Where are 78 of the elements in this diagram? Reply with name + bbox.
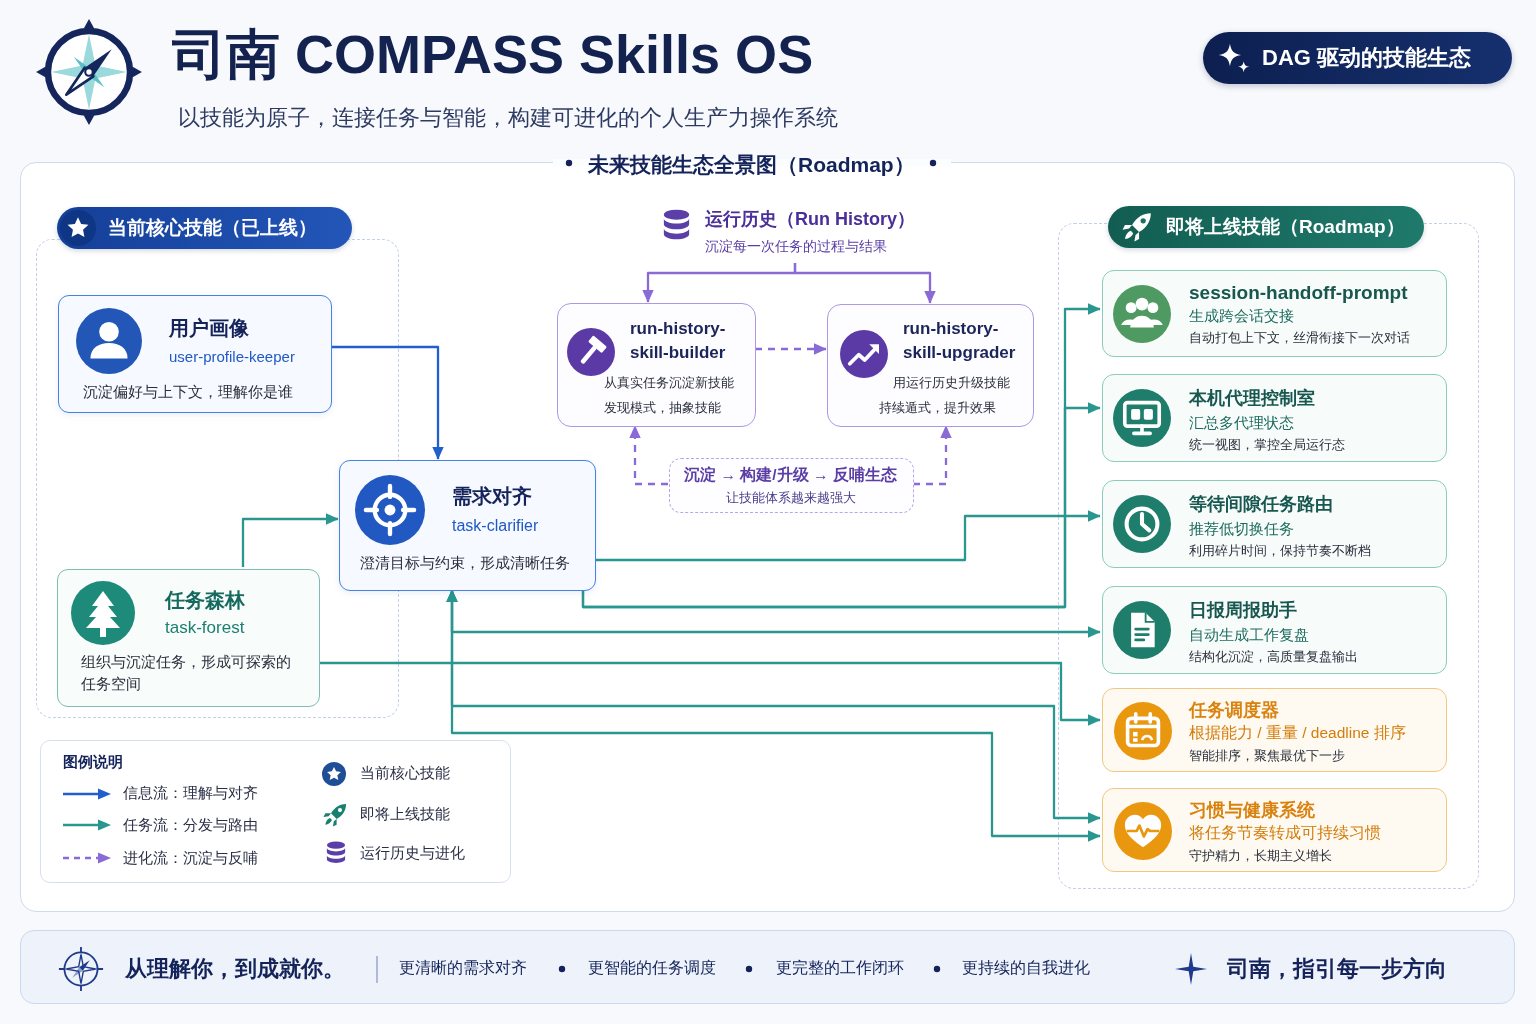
banner-point: 更清晰的需求对齐: [399, 958, 527, 978]
page-title: 司南 COMPASS Skills OS: [172, 23, 814, 86]
skill-description: 发现模式，抽象技能: [604, 399, 721, 416]
skill-description: 持续遁式，提升效果: [879, 399, 996, 416]
skill-description: 从真实任务沉淀新技能: [604, 374, 734, 391]
skill-description: 自动打包上下文，丝滑衔接下一次对话: [1189, 329, 1410, 346]
dashed-arrow: [913, 425, 952, 486]
section-title: 当前核心技能（已上线）: [108, 216, 317, 240]
skill-card: [339, 460, 596, 591]
skill-id: user-profile-keeper: [169, 347, 295, 367]
legend-label: 信息流：理解与对齐: [123, 784, 258, 803]
skill-description: 组织与沉淀任务，形成可探索的任务空间: [81, 653, 292, 694]
skill-subtitle: 生成跨会话交接: [1189, 306, 1294, 326]
skill-subtitle: 汇总多代理状态: [1189, 413, 1294, 433]
loop-note: 让技能体系越来越强大: [724, 489, 857, 506]
section-title: 运行历史（Run History）: [705, 208, 915, 231]
skill-title: 任务调度器: [1189, 699, 1279, 722]
skill-title: session-handoff-prompt: [1189, 281, 1408, 305]
legend-title: 图例说明: [63, 752, 123, 772]
skill-card: [1102, 688, 1447, 772]
banner-point: 更持续的自我进化: [962, 958, 1090, 978]
connector-arrow: [581, 402, 1101, 609]
skill-description: 利用碎片时间，保持节奏不断档: [1189, 542, 1371, 559]
skill-card: [58, 295, 332, 413]
skill-title: 本机代理控制室: [1189, 387, 1315, 410]
dashed-arrow: [755, 343, 827, 355]
skill-card: [1102, 788, 1447, 872]
skill-card: [57, 569, 320, 707]
skill-title: 任务森林: [165, 588, 245, 613]
dashed-arrow: [629, 425, 668, 486]
dashed-note-box: [669, 458, 914, 513]
connector-arrow: [318, 661, 1101, 726]
section-subtitle: 沉淀每一次任务的过程与结果: [705, 238, 887, 256]
legend-label: 当前核心技能: [360, 764, 450, 783]
skill-description: 用运行历史升级技能: [893, 374, 1010, 391]
skill-title: 日报周报助手: [1189, 599, 1297, 622]
skill-card: [1102, 270, 1447, 357]
banner-slogan: 从理解你，到成就你。: [125, 955, 345, 983]
connector-arrow: [330, 345, 444, 460]
connector-arrow: [241, 513, 339, 567]
skill-subtitle: 根据能力 / 重量 / deadline 排序: [1189, 723, 1406, 743]
skill-title: 用户画像: [169, 316, 249, 341]
skill-id: task-forest: [165, 617, 245, 639]
skill-description: 澄清目标与约束，形成清晰任务: [360, 553, 570, 573]
skill-card: [1102, 480, 1447, 568]
panel-title: 未来技能生态全景图（Roadmap）: [588, 152, 915, 178]
legend-label: 进化流：沉淀与反哺: [123, 849, 258, 868]
footer-banner: [20, 930, 1515, 1004]
legend-label: 运行历史与进化: [360, 844, 465, 863]
skill-description: 统一视图，掌控全局运行态: [1189, 436, 1345, 453]
banner-point: 更智能的任务调度: [588, 958, 716, 978]
skill-title: run-history-skill-builder: [630, 318, 727, 364]
skill-title: 习惯与健康系统: [1189, 799, 1315, 822]
skill-card: [1102, 586, 1447, 674]
section-title: 即将上线技能（Roadmap）: [1166, 215, 1405, 239]
connector-arrow: [595, 510, 1101, 562]
tag-text: DAG 驱动的技能生态: [1262, 44, 1471, 72]
legend-label: 任务流：分发与路由: [123, 816, 258, 835]
skill-id: task-clarifier: [452, 516, 539, 536]
skill-subtitle: 推荐低切换任务: [1189, 519, 1294, 539]
skill-subtitle: 自动生成工作复盘: [1189, 625, 1309, 645]
skill-title: 等待间隙任务路由: [1189, 493, 1333, 516]
skill-subtitle: 将任务节奏转成可持续习惯: [1189, 823, 1381, 843]
connector-arrow: [793, 263, 936, 304]
skill-title: 需求对齐: [452, 484, 532, 509]
banner-point: 更完整的工作闭环: [776, 958, 904, 978]
loop-caption: 沉淀 → 构建/升级 → 反哺生态: [683, 465, 898, 485]
skill-description: 智能排序，聚焦最优下一步: [1189, 747, 1345, 764]
skill-description: 结构化沉淀，高质量复盘输出: [1189, 648, 1358, 665]
skill-description: 守护精力，长期主义增长: [1189, 847, 1332, 864]
skill-card: [827, 304, 1034, 427]
skill-card: [1102, 374, 1447, 462]
skill-title: run-history-skill-upgrader: [903, 318, 1017, 364]
banner-tagline: 司南，指引每一步方向: [1227, 955, 1447, 983]
skill-card: [557, 303, 756, 427]
legend-label: 即将上线技能: [360, 805, 450, 824]
skill-description: 沉淀偏好与上下文，理解你是谁: [83, 382, 293, 402]
subtitle: 以技能为原子，连接任务与智能，构建可进化的个人生产力操作系统: [178, 104, 838, 132]
